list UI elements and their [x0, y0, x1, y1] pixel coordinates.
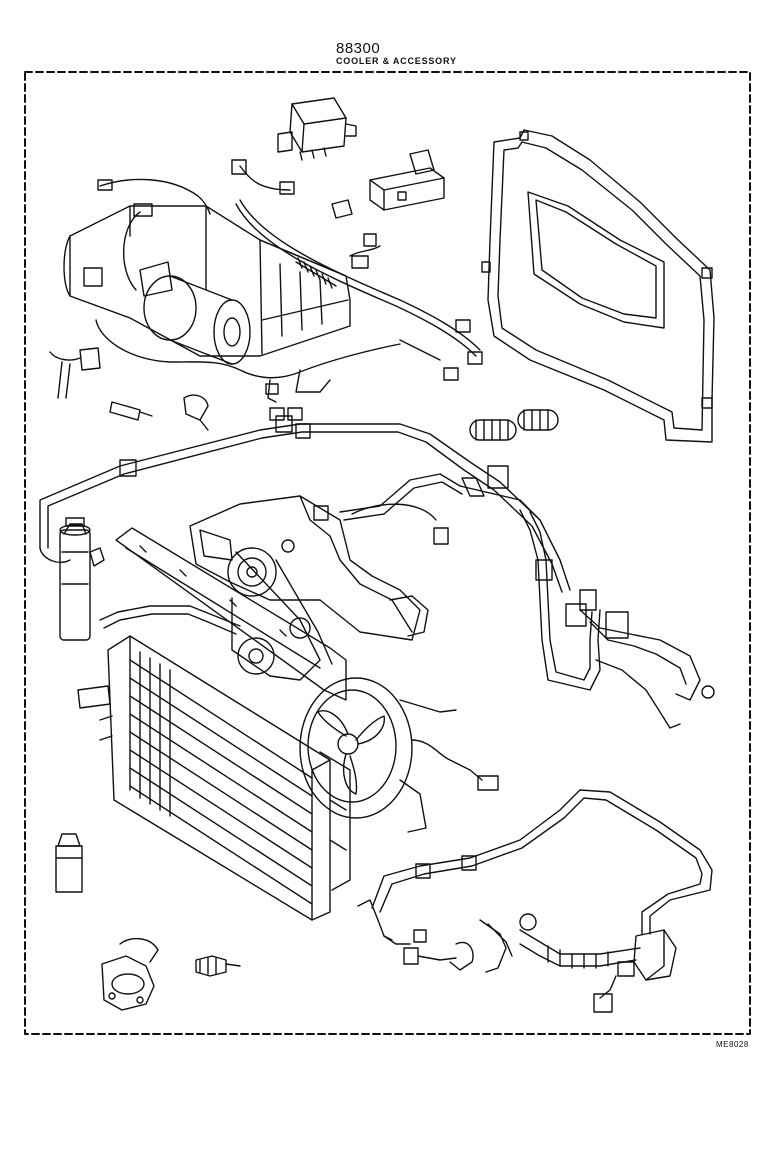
wire-harness-icon [98, 160, 482, 380]
relay-box-icon [278, 98, 356, 160]
reference-code: ME8028 [716, 1040, 749, 1049]
cooling-fan-icon [300, 678, 498, 832]
wire-harness-icon [270, 408, 284, 420]
mounting-panel-icon [126, 546, 320, 668]
receiver-drier-icon [60, 518, 104, 640]
wire-harness-icon [288, 408, 302, 420]
mounting-panel-icon [482, 130, 714, 442]
amplifier-box-icon [332, 150, 444, 218]
diagram-frame [25, 72, 750, 1034]
expansion-valve-icon [404, 930, 676, 1012]
compressor-icon [190, 496, 448, 640]
blower-motor-icon [140, 262, 250, 364]
wire-harness-icon [266, 384, 278, 394]
coil-spring-icon [470, 410, 558, 440]
wire-harness-icon [96, 320, 400, 378]
evaporator-unit-icon [64, 204, 350, 356]
refrigerant-pipe-icon [358, 790, 712, 944]
drive-belt-icon [232, 552, 332, 680]
refrigerant-pipe-icon [340, 474, 714, 728]
oil-bottle-icon [56, 834, 82, 892]
refrigerant-pipe-icon [40, 416, 570, 592]
diagram-title: COOLER & ACCESSORY [336, 56, 457, 66]
coil-spring-icon [296, 258, 336, 288]
elbow-fitting-icon [102, 939, 158, 1010]
condenser-icon [78, 636, 350, 920]
temperature-sensor-icon [196, 956, 240, 976]
refrigerant-pipe-icon [104, 614, 236, 634]
refrigerant-pipe-icon [100, 606, 240, 626]
wire-harness-icon [268, 370, 330, 402]
diagram-part-number: 88300 [336, 40, 381, 57]
temperature-sensor-icon [50, 348, 208, 430]
flexible-hose-icon [480, 914, 640, 972]
